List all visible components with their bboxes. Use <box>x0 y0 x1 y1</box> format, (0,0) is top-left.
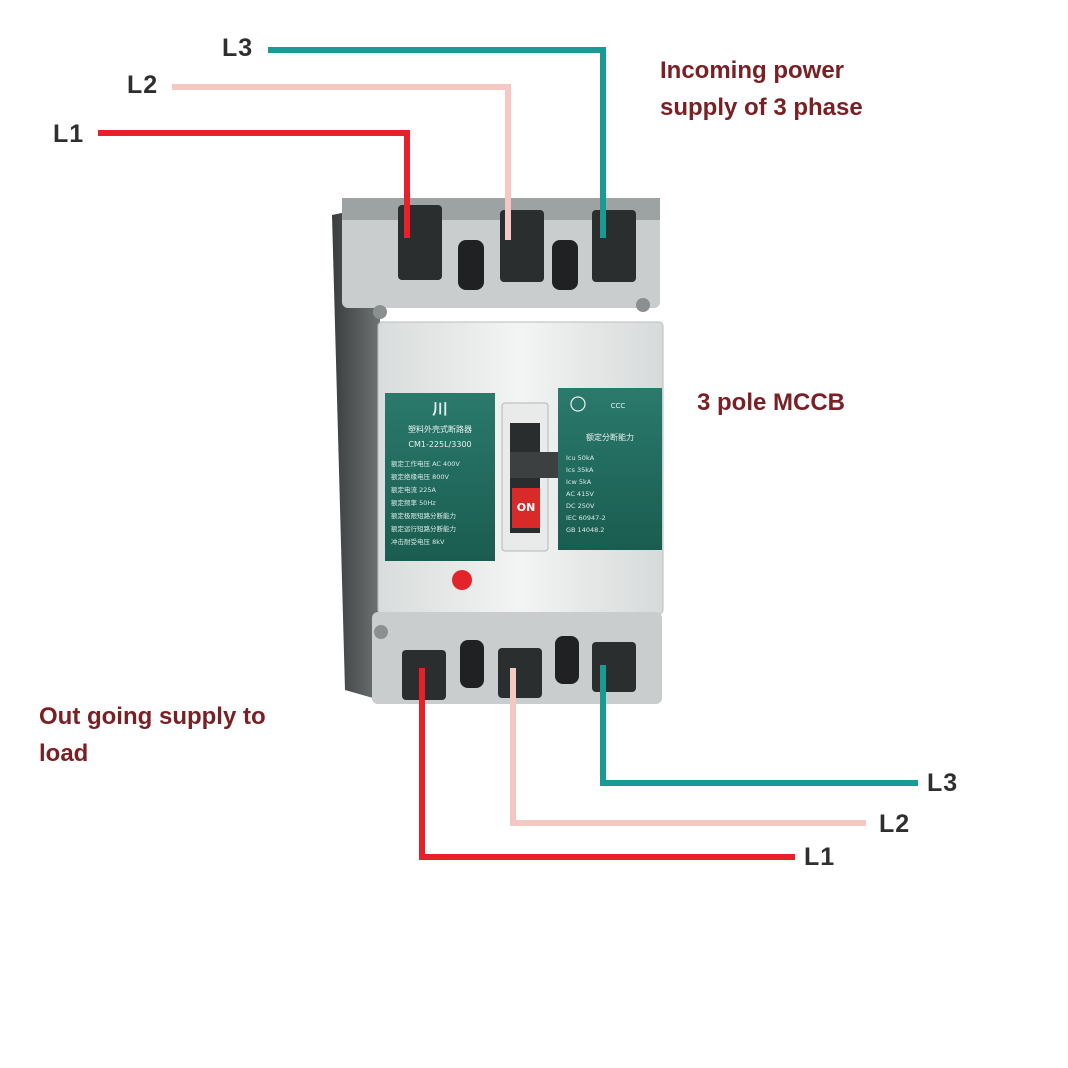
left-nameplate: 川 塑料外壳式断路器 CM1-225L/3300 额定工作电压 AC 400V额… <box>385 393 495 561</box>
breaker-side-panel <box>332 205 380 700</box>
right-plate-row-1: Icu 50kA <box>566 454 595 462</box>
right-plate-row-2: Ics 35kA <box>566 466 594 474</box>
left-plate-model: CM1-225L/3300 <box>408 440 471 449</box>
bottom-terminal-l3 <box>592 642 636 692</box>
left-plate-row-2: 额定绝缘电压 800V <box>391 472 449 481</box>
right-plate-title: 额定分断能力 <box>586 432 634 442</box>
bottom-terminals <box>374 625 636 700</box>
mccb-breaker: 川 塑料外壳式断路器 CM1-225L/3300 额定工作电压 AC 400V额… <box>332 198 664 704</box>
incoming-label-l1: L1 <box>53 120 85 148</box>
top-screw-slot-2 <box>552 240 578 290</box>
left-plate-row-5: 额定极限短路分断能力 <box>391 511 456 520</box>
right-plate-row-5: DC 250V <box>566 502 595 510</box>
top-screw-slot-1 <box>458 240 484 290</box>
bottom-screw-slot-1 <box>460 640 484 688</box>
left-plate-row-6: 额定运行短路分断能力 <box>391 524 456 533</box>
left-plate-row-3: 额定电流 225A <box>391 485 436 494</box>
outgoing-wire-l3 <box>600 665 918 786</box>
left-plate-row-4: 额定频率 50Hz <box>391 498 436 507</box>
device-caption: 3 pole MCCB <box>697 389 846 416</box>
left-plate-rows: 额定工作电压 AC 400V 额定绝缘电压 800V 额定电流 225A 额定频率 5… <box>391 459 460 546</box>
right-plate-bg <box>558 388 662 550</box>
incoming-label-l3: L3 <box>222 34 254 62</box>
incoming-wires <box>98 47 606 240</box>
toggle-switch: ON <box>501 402 560 552</box>
trip-indicator-light <box>452 570 472 590</box>
outgoing-wires <box>419 665 918 860</box>
outgoing-label-l3: L3 <box>927 769 959 797</box>
left-plate-bg <box>385 393 495 561</box>
bottom-left-screw <box>374 625 388 639</box>
switch-on-indicator <box>512 488 540 528</box>
top-left-screw <box>373 305 387 319</box>
right-plate-cert: CCC <box>611 402 626 410</box>
right-nameplate: CCC 额定分断能力 Icu 50kA Ics 35kA Icw 5kA AC 415… <box>558 388 662 550</box>
cert-mark-icon <box>570 396 586 412</box>
incoming-caption-line1: Incoming power <box>660 57 845 84</box>
bottom-terminal-l2 <box>498 648 542 698</box>
outgoing-wire-l1 <box>419 668 795 860</box>
incoming-wire-l2 <box>172 84 511 240</box>
left-plate-brand: 川 <box>431 400 447 418</box>
right-plate-row-6: IEC 60947-2 <box>566 514 606 522</box>
outgoing-wire-l2 <box>510 668 866 826</box>
left-plate-row-7: 冲击耐受电压 8kV <box>391 537 445 546</box>
outgoing-caption-line2: load <box>39 740 89 767</box>
incoming-label-l2: L2 <box>127 71 159 99</box>
right-plate-row-3: Icw 5kA <box>566 478 592 486</box>
outgoing-caption-line1: Out going supply to <box>39 703 266 730</box>
right-plate-rows: Icu 50kA Ics 35kA Icw 5kA AC 415V DC 250V IEC… <box>566 454 606 534</box>
right-plate-row-7: GB 14048.2 <box>566 526 604 534</box>
outgoing-label-l1: L1 <box>804 843 836 871</box>
left-plate-title: 塑料外壳式断路器 <box>408 424 472 434</box>
incoming-wire-l3 <box>268 47 606 238</box>
incoming-wire-l1 <box>98 130 410 238</box>
switch-handle <box>510 452 560 478</box>
top-right-screw <box>636 298 650 312</box>
incoming-caption-line2: supply of 3 phase <box>660 94 863 121</box>
right-plate-row-4: AC 415V <box>566 490 594 498</box>
bottom-screw-slot-2 <box>555 636 579 684</box>
left-plate-row-1: 额定工作电压 AC 400V <box>391 459 460 468</box>
incoming-supply-caption: Incoming power supply of 3 phase <box>660 52 863 126</box>
switch-on-text: ON <box>517 501 536 514</box>
outgoing-supply-caption: Out going supply to load <box>39 698 266 772</box>
top-terminal-l3 <box>592 210 636 282</box>
outgoing-label-l2: L2 <box>879 810 911 838</box>
